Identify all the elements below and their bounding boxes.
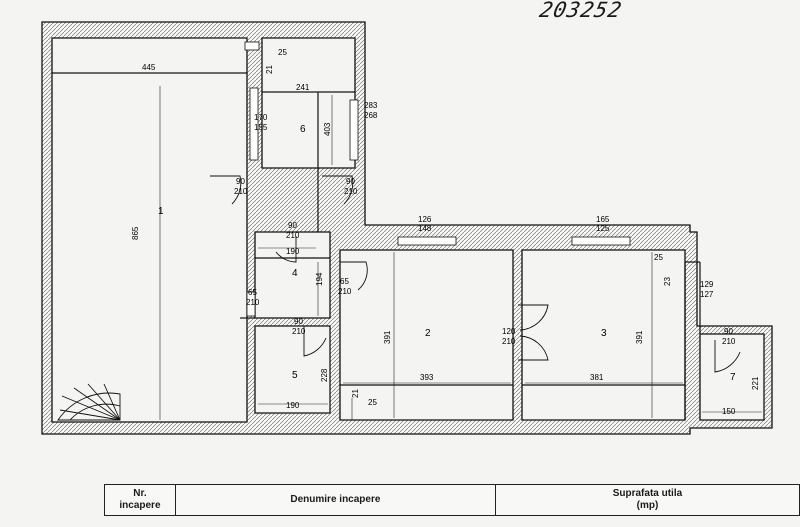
door-width: 90 [236, 177, 245, 186]
header-usable-area: Suprafata utila(mp) [494, 484, 800, 516]
room-2-label: 2 [425, 328, 431, 339]
floor-plan: 1 2 3 4 5 6 7 445 865 25 21 241 403 170 … [41, 21, 773, 435]
dim-21: 21 [351, 389, 360, 398]
dim-241: 241 [296, 83, 310, 92]
dim-391: 391 [635, 330, 644, 344]
dim-283: 283 [364, 101, 378, 110]
header-room-name: Denumire incapere [174, 484, 496, 516]
room-5-label: 5 [292, 370, 298, 381]
door-width: 90 [346, 177, 355, 186]
room-7-label: 7 [730, 372, 736, 383]
dimension-labels: 445 865 25 21 241 403 170 155 283 268 90… [131, 48, 760, 416]
door-width: 65 [340, 277, 349, 286]
dimension-lines [55, 72, 765, 420]
dim-381: 381 [590, 373, 604, 382]
dim-190: 190 [286, 247, 300, 256]
dim-127: 127 [700, 290, 714, 299]
door-height: 210 [344, 187, 358, 196]
dim-194: 194 [315, 272, 324, 286]
room-4-label: 4 [292, 268, 298, 279]
dim-25: 25 [278, 48, 287, 57]
dim-228: 228 [320, 368, 329, 382]
dim-25: 25 [368, 398, 377, 407]
dim-165: 165 [596, 215, 610, 224]
header-room-number: Nr.incapere [104, 484, 176, 516]
walls [41, 21, 773, 435]
dim-23: 23 [663, 277, 672, 286]
dim-170: 170 [254, 113, 268, 122]
dim-148: 148 [418, 224, 432, 233]
dim-445: 445 [142, 63, 156, 72]
door-width: 65 [248, 288, 257, 297]
dim-21: 21 [265, 65, 274, 74]
dim-221: 221 [751, 376, 760, 390]
dim-403: 403 [323, 122, 332, 136]
doors [210, 175, 741, 373]
room-6-label: 6 [300, 124, 306, 135]
door-width: 90 [294, 317, 303, 326]
dim-391: 391 [383, 330, 392, 344]
door-height: 210 [292, 327, 306, 336]
door-height: 210 [246, 298, 260, 307]
room-area-table: Nr.incapere Denumire incapere Suprafata … [104, 484, 800, 516]
door-height: 210 [722, 337, 736, 346]
windows [244, 41, 631, 317]
dim-155: 155 [254, 123, 268, 132]
dim-190: 190 [286, 401, 300, 410]
door-height: 210 [234, 187, 248, 196]
dim-125: 125 [596, 224, 610, 233]
dim-126: 126 [418, 215, 432, 224]
door-width: 90 [288, 221, 297, 230]
door-height: 210 [502, 337, 516, 346]
dim-393: 393 [420, 373, 434, 382]
dim-268: 268 [364, 111, 378, 120]
door-height: 210 [338, 287, 352, 296]
dim-129: 129 [700, 280, 714, 289]
door-width: 90 [724, 327, 733, 336]
room-3-label: 3 [601, 328, 607, 339]
door-width: 120 [502, 327, 516, 336]
dim-865: 865 [131, 226, 140, 240]
dim-25: 25 [654, 253, 663, 262]
door-height: 210 [286, 231, 300, 240]
room-1-label: 1 [158, 206, 164, 217]
dim-150: 150 [722, 407, 736, 416]
room-labels: 1 2 3 4 5 6 7 [158, 124, 736, 383]
spiral-staircase [57, 383, 121, 421]
table-header-row: Nr.incapere Denumire incapere Suprafata … [104, 484, 800, 516]
